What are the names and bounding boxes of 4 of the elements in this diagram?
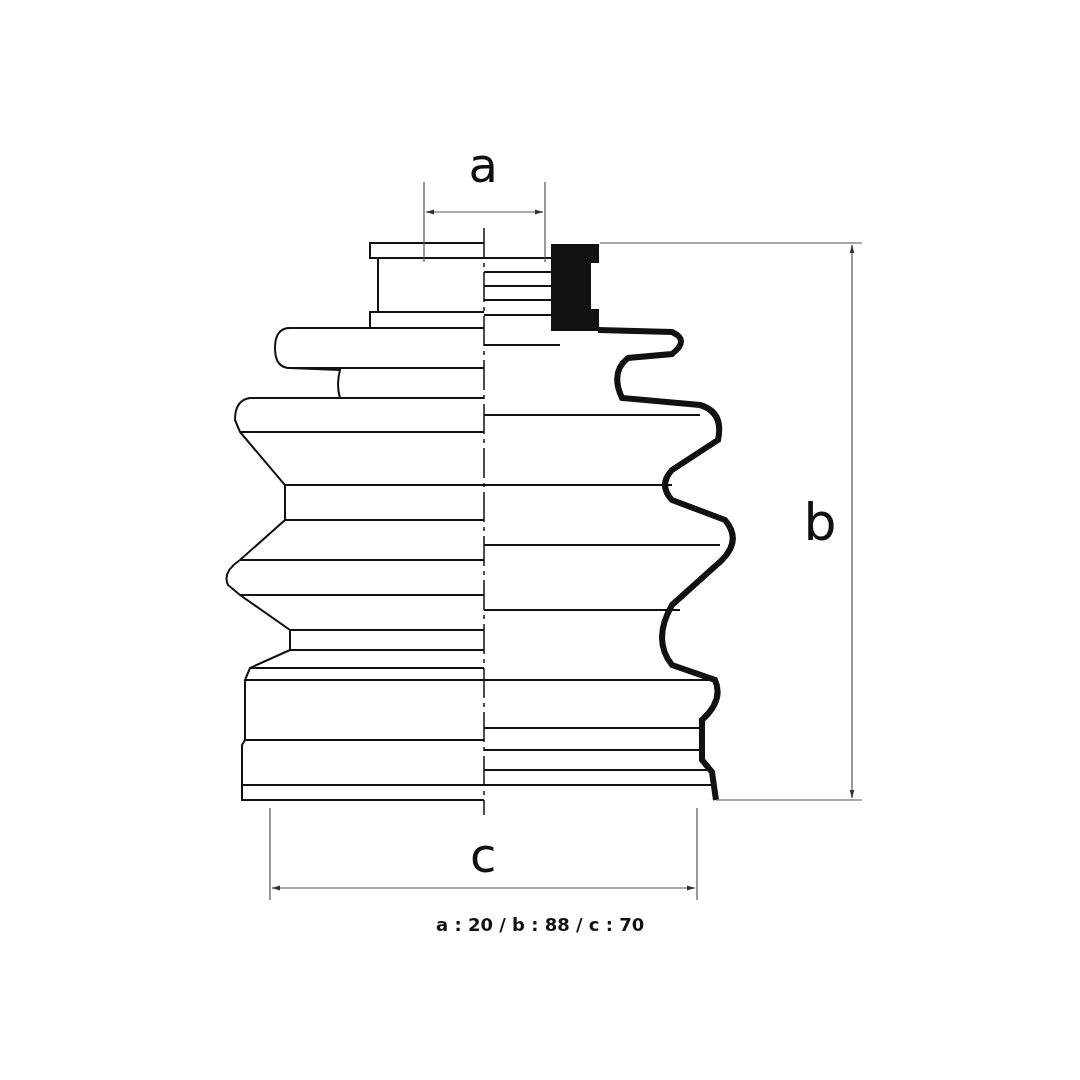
dimension-values: a : 20 / b : 88 / c : 70 xyxy=(436,916,645,934)
dimension-label: c xyxy=(470,831,497,879)
dimension-label: a xyxy=(468,141,498,189)
dimension-label: b xyxy=(803,496,837,548)
